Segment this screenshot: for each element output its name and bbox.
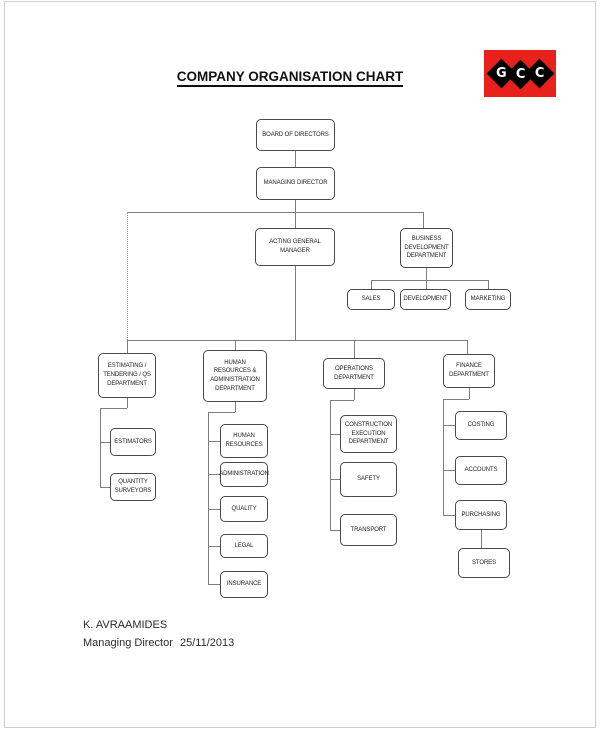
connector-line xyxy=(100,442,110,443)
connector-line xyxy=(100,487,110,488)
node-stores: STORES xyxy=(458,548,510,578)
signatory-role: Managing Director xyxy=(83,637,173,649)
node-estimators: ESTIMATORS xyxy=(110,428,156,456)
connector-line xyxy=(426,268,427,280)
node-finance-department: FINANCE DEPARTMENT xyxy=(443,354,495,388)
node-hr-administration-department: HUMAN RESOURCES & ADMINISTRATION DEPARTM… xyxy=(203,350,267,402)
connector-line xyxy=(354,389,355,400)
connector-line xyxy=(443,399,444,515)
connector-line xyxy=(235,340,236,350)
node-sales: SALES xyxy=(347,289,395,310)
connector-line xyxy=(208,412,235,413)
connector-line xyxy=(330,434,340,435)
connector-line xyxy=(423,212,424,228)
connector-line xyxy=(208,412,209,584)
connector-line xyxy=(100,408,101,487)
connector-line xyxy=(354,340,355,358)
connector-line xyxy=(127,212,424,213)
node-quality: QUALITY xyxy=(220,496,268,522)
connector-line xyxy=(443,515,455,516)
node-estimating-tendering-qs-department: ESTIMATING / TENDERING / QS DEPARTMENT xyxy=(98,353,156,398)
connector-line xyxy=(100,408,127,409)
connector-line xyxy=(371,280,372,289)
connector-line xyxy=(127,398,128,408)
logo-diamond-icon: C xyxy=(524,58,555,89)
connector-line xyxy=(481,530,482,548)
connector-line xyxy=(443,425,455,426)
connector-line xyxy=(208,509,220,510)
node-quantity-surveyors: QUANTITY SURVEYORS xyxy=(110,473,156,501)
connector-line-dotted xyxy=(127,212,129,340)
connector-line xyxy=(295,200,296,212)
connector-line xyxy=(208,474,220,475)
node-development: DEVELOPMENT xyxy=(400,289,451,310)
connector-line xyxy=(330,530,340,531)
connector-line xyxy=(235,402,236,412)
node-construction-execution-department: CONSTRUCTION EXECUTION DEPARTMENT xyxy=(340,415,397,453)
page-title: COMPANY ORGANISATION CHART xyxy=(150,69,430,87)
node-marketing: MARKETING xyxy=(465,289,511,310)
connector-line xyxy=(127,340,128,353)
gcc-logo: G C C xyxy=(484,50,556,97)
node-transport: TRANSPORT xyxy=(340,514,397,546)
connector-line xyxy=(208,441,220,442)
connector-line xyxy=(330,479,340,480)
node-board-of-directors: BOARD OF DIRECTORS xyxy=(256,119,335,151)
signature-date: 25/11/2013 xyxy=(180,637,235,649)
node-operations-department: OPERATIONS DEPARTMENT xyxy=(323,358,385,389)
node-insurance: INSURANCE xyxy=(220,571,268,598)
connector-line xyxy=(467,340,468,354)
node-costing: COSTING xyxy=(455,411,507,440)
node-legal: LEGAL xyxy=(220,534,268,558)
connector-line xyxy=(208,584,220,585)
connector-line xyxy=(371,280,488,281)
node-safety: SAFETY xyxy=(340,462,397,497)
connector-line xyxy=(469,388,470,399)
connector-line xyxy=(295,151,296,167)
connector-line xyxy=(127,340,467,341)
node-managing-director: MANAGING DIRECTOR xyxy=(256,167,335,200)
connector-line xyxy=(443,399,469,400)
connector-line xyxy=(295,212,296,228)
node-accounts: ACCOUNTS xyxy=(455,456,507,485)
connector-line xyxy=(330,400,331,530)
connector-line xyxy=(330,400,354,401)
connector-line xyxy=(426,280,427,289)
connector-line xyxy=(208,546,220,547)
connector-line xyxy=(295,266,296,340)
node-business-development-department: BUSINESS DEVELOPMENT DEPARTMENT xyxy=(400,228,453,268)
node-acting-general-manager: ACTING GENERAL MANAGER xyxy=(255,228,335,266)
node-administration: ADMINISTRATION xyxy=(219,462,269,487)
connector-line xyxy=(443,470,455,471)
node-purchasing: PURCHASING xyxy=(455,500,507,530)
connector-line xyxy=(488,280,489,289)
signatory-name: K. AVRAAMIDES xyxy=(83,619,168,631)
node-human-resources: HUMAN RESOURCES xyxy=(220,424,268,458)
